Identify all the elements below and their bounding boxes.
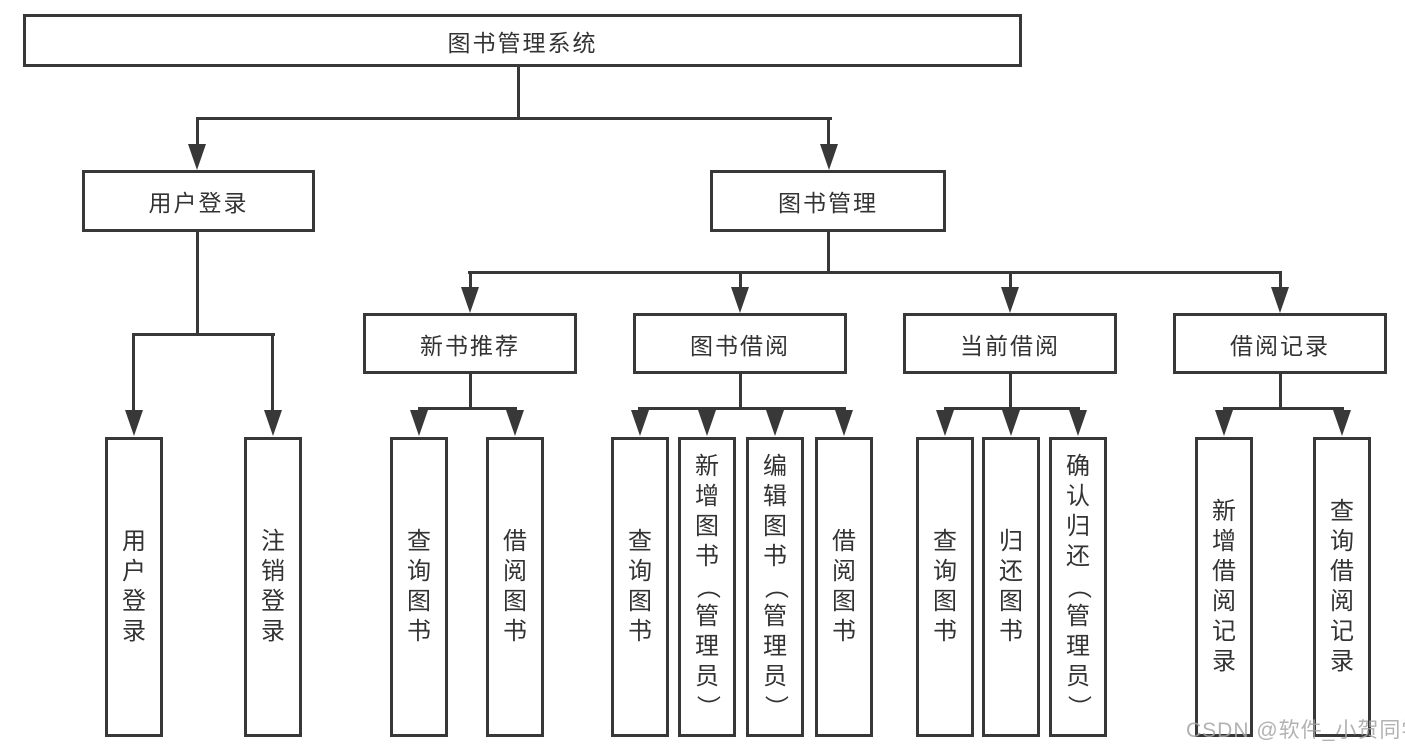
arrow-down-icon (835, 410, 853, 436)
connector-group-stem (1279, 374, 1282, 409)
arrow-down-icon (936, 410, 954, 436)
leaf-query-books-recommend: 查询图书 (390, 437, 448, 737)
arrow-down-icon (820, 144, 838, 170)
arrow-down-icon (766, 410, 784, 436)
connector-user-login-stem (196, 117, 199, 144)
connector-level3-stem (1279, 271, 1282, 289)
connector-user-login-rail (132, 333, 275, 336)
connector-level2-rail (196, 117, 832, 120)
leaf-add-book-admin: 新增图书（管理员） (678, 437, 736, 737)
leaf-query-books-current: 查询图书 (916, 437, 974, 737)
node-current-borrowing: 当前借阅 (903, 313, 1117, 374)
arrow-down-icon (506, 410, 524, 436)
leaf-query-borrow-record: 查询借阅记录 (1313, 437, 1371, 737)
leaf-logout: 注销登录 (244, 437, 302, 737)
leaf-edit-book-admin: 编辑图书（管理员） (746, 437, 804, 737)
arrow-down-icon (1333, 410, 1351, 436)
arrow-down-icon (1271, 287, 1289, 313)
connector-root-stem (517, 67, 520, 119)
arrow-down-icon (264, 410, 282, 436)
node-borrowing-records: 借阅记录 (1173, 313, 1387, 374)
leaf-query-books-borrowing: 查询图书 (611, 437, 669, 737)
connector-group-rail (944, 407, 1080, 410)
connector-group-rail (1223, 407, 1344, 410)
arrow-down-icon (188, 144, 206, 170)
connector-book-mgmt-stem (827, 117, 830, 144)
connector-group-stem (739, 374, 742, 409)
arrow-down-icon (731, 287, 749, 313)
connector-group-rail (638, 407, 846, 410)
arrow-down-icon (1069, 410, 1087, 436)
arrow-down-icon (461, 287, 479, 313)
arrow-down-icon (1215, 410, 1233, 436)
watermark: CSDN @软件_小贺同学 (1186, 719, 1405, 742)
arrow-down-icon (698, 410, 716, 436)
node-user-login: 用户登录 (82, 170, 315, 232)
node-book-management: 图书管理 (710, 170, 946, 232)
connector-leaf-stem (132, 333, 135, 411)
leaf-user-login: 用户登录 (105, 437, 163, 737)
connector-leaf-stem (271, 333, 274, 411)
leaf-add-borrow-record: 新增借阅记录 (1195, 437, 1253, 737)
leaf-return-books: 归还图书 (982, 437, 1040, 737)
arrow-down-icon (125, 410, 143, 436)
leaf-borrow-books-borrowing: 借阅图书 (815, 437, 873, 737)
connector-level3-stem (469, 271, 472, 289)
arrow-down-icon (1001, 287, 1019, 313)
node-library-system: 图书管理系统 (23, 14, 1022, 67)
node-book-borrowing: 图书借阅 (633, 313, 847, 374)
leaf-confirm-return-admin: 确认归还（管理员） (1049, 437, 1107, 737)
connector-level3-stem (1009, 271, 1012, 289)
connector-group-rail (418, 407, 517, 410)
connector-group-stem (1009, 374, 1012, 409)
leaf-borrow-books-recommend: 借阅图书 (486, 437, 544, 737)
connector-level3-stem (739, 271, 742, 289)
node-new-book-recommend: 新书推荐 (363, 313, 577, 374)
connector-book-mgmt-down (827, 232, 830, 273)
arrow-down-icon (1002, 410, 1020, 436)
connector-level3-rail (468, 271, 1282, 274)
connector-user-login-down (196, 232, 199, 335)
arrow-down-icon (631, 410, 649, 436)
connector-group-stem (469, 374, 472, 409)
arrow-down-icon (410, 410, 428, 436)
